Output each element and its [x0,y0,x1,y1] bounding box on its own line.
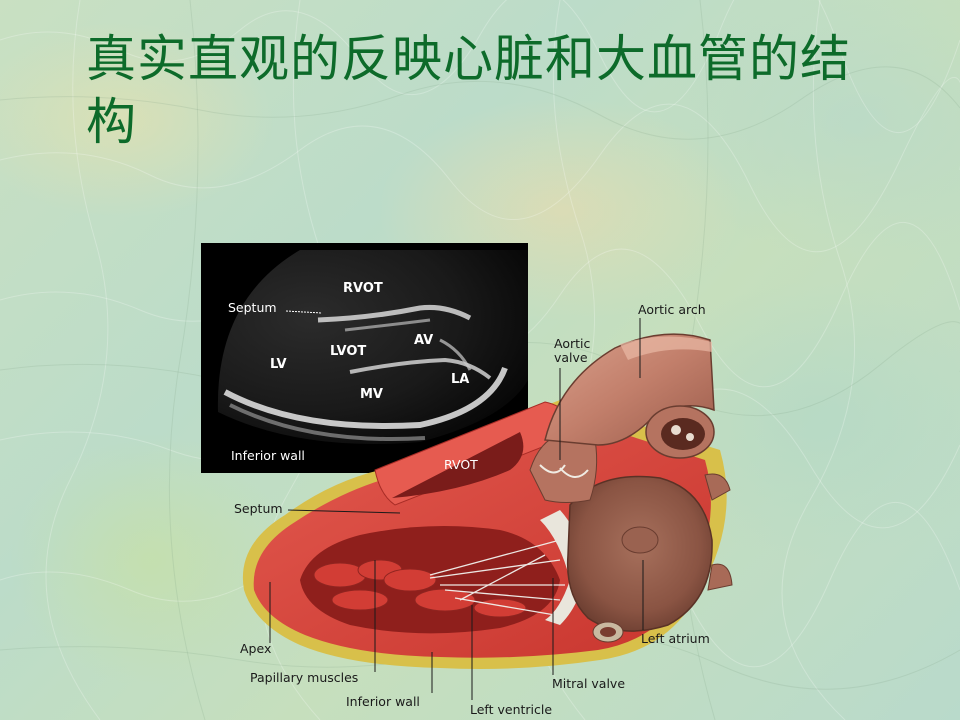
echo-label-lv: LV [270,357,287,372]
label-aortic-valve-line1: Aortic [554,336,590,351]
label-left-atrium: Left atrium [641,631,710,646]
label-aortic-valve-line2: valve [554,350,588,365]
echo-label-mv: MV [360,387,383,402]
heart-illustration: RVOT [242,333,733,669]
label-mitral-valve: Mitral valve [552,676,625,691]
heart-label-rvot: RVOT [444,457,478,472]
heart-chordae [429,539,565,616]
echo-label-rvot: RVOT [343,281,383,296]
echo-label-av: AV [414,333,433,348]
heart-rvot-chamber [392,432,524,498]
echo-label-septum: Septum [228,300,277,315]
label-left-ventricle: Left ventricle [470,702,552,717]
label-inferior-wall: Inferior wall [346,694,420,709]
leader-lines [269,318,644,700]
label-aortic-arch: Aortic arch [638,302,706,317]
echo-label-la: LA [451,372,469,387]
heart-aortic-arch [544,333,715,446]
echo-septum-trace [317,305,472,323]
slide-title: 真实直观的反映心脏和大血管的结构 [86,30,851,151]
label-septum: Septum [234,501,283,516]
echo-label-lvot: LVOT [330,344,366,359]
echo-inferior-wall-trace [223,366,508,430]
echo-label-inferior-wall: Inferior wall [231,448,305,463]
heart-left-atrium [566,475,713,632]
label-apex: Apex [240,641,271,656]
heart-aortic-valve [539,464,589,478]
echo-image: RVOT Septum LVOT AV LV LA MV Inferior wa… [201,243,528,473]
echo-mitral-trace [349,357,492,380]
echo-sector [217,250,528,444]
label-papillary-muscles: Papillary muscles [250,670,358,685]
